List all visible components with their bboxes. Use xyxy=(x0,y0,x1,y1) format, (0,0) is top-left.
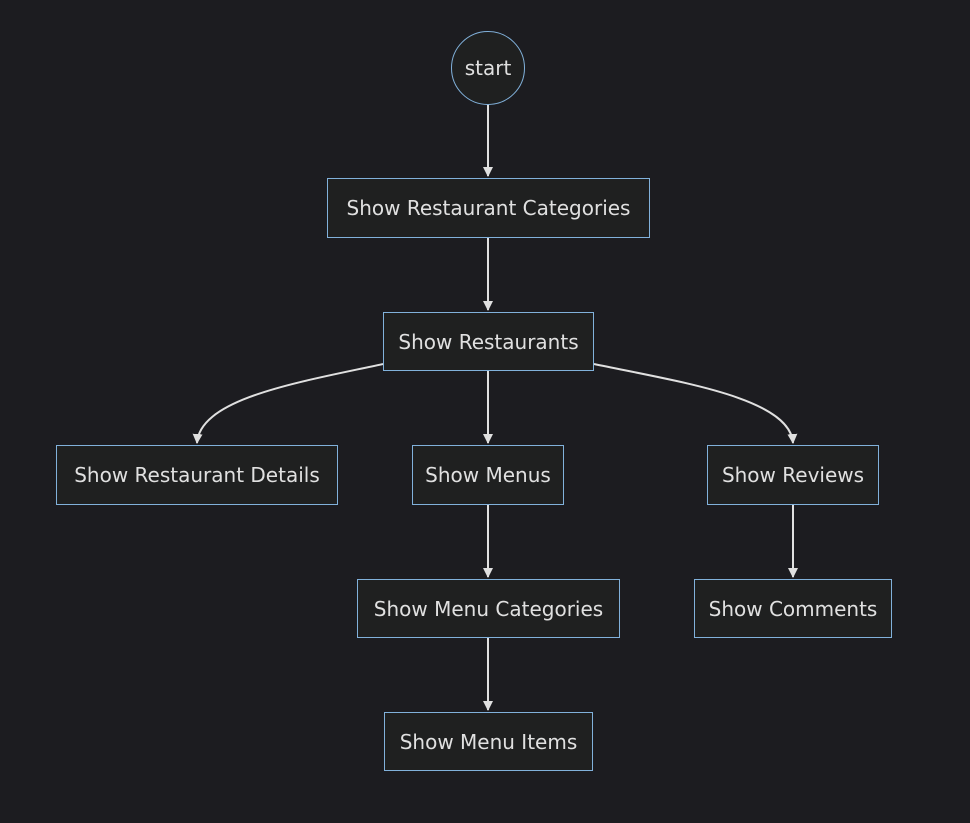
node-menus: Show Menus xyxy=(412,445,564,505)
node-restaurants: Show Restaurants xyxy=(383,312,594,371)
node-comments: Show Comments xyxy=(694,579,892,638)
node-restaurant-details: Show Restaurant Details xyxy=(56,445,338,505)
node-start: start xyxy=(451,31,525,105)
node-reviews: Show Reviews xyxy=(707,445,879,505)
edge-restaurants-to-restaurant-details xyxy=(192,363,384,444)
edge-restaurants-to-reviews xyxy=(593,363,798,444)
node-menu-categories: Show Menu Categories xyxy=(357,579,620,638)
node-menu-items: Show Menu Items xyxy=(384,712,593,771)
node-restaurant-categories: Show Restaurant Categories xyxy=(327,178,650,238)
